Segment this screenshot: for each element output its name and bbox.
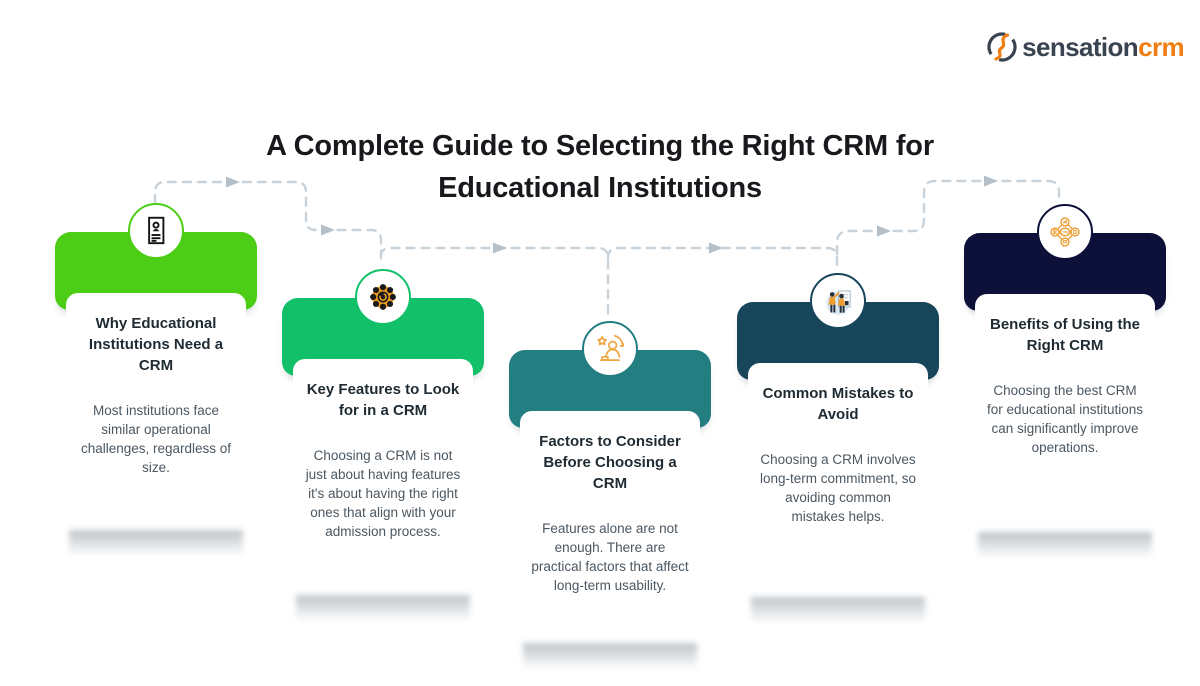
connector-segment-1	[153, 180, 383, 264]
arrowhead-icon	[321, 224, 335, 236]
arrowhead-icon	[493, 242, 507, 254]
arrowhead-icon	[709, 242, 723, 254]
card-common-mistakes: Common Mistakes to Avoid Choosing a CRM …	[737, 273, 939, 597]
card-title: Common Mistakes to Avoid	[762, 385, 914, 423]
card-description: Choosing a CRM involves long-term commit…	[759, 452, 917, 524]
arrowhead-icon	[984, 175, 998, 187]
logo: sensationcrm	[985, 30, 1185, 64]
arrowhead-icon	[877, 225, 891, 237]
connector-segment-4	[835, 179, 1061, 256]
logo-wordmark: sensationcrm	[1022, 30, 1184, 64]
page-title-line1: A Complete Guide to Selecting the Right …	[266, 130, 934, 163]
connector-segment-3	[606, 246, 839, 270]
arrowhead-icon	[226, 176, 240, 188]
card-factors-to-consider: Factors to Consider Before Choosing a CR…	[509, 321, 711, 643]
card-title: Factors to Consider Before Choosing a CR…	[539, 433, 681, 492]
sensation-swoosh-icon	[985, 30, 1019, 64]
card-title: Benefits of Using the Right CRM	[989, 316, 1140, 354]
person-star-icon	[582, 321, 638, 377]
card-description: Choosing a CRM is not just about having …	[305, 448, 461, 539]
card-description: Most institutions face similar operation…	[80, 403, 232, 475]
card-body: Why Educational Institutions Need a CRM …	[66, 293, 246, 530]
card-body: Key Features to Look for in a CRM Choosi…	[293, 359, 473, 595]
card-title: Why Educational Institutions Need a CRM	[88, 315, 224, 374]
card-description: Choosing the best CRM for educational in…	[986, 383, 1144, 455]
card-body: Benefits of Using the Right CRM Choosing…	[975, 294, 1155, 532]
svg-text:CRM: CRM	[1061, 230, 1069, 234]
card-body: Common Mistakes to Avoid Choosing a CRM …	[748, 363, 928, 597]
logo-part-crm: crm	[1138, 32, 1185, 62]
card-description: Features alone are not enough. There are…	[531, 521, 689, 593]
logo-part-sensation: sensation	[1022, 32, 1139, 62]
id-card-icon	[128, 203, 184, 259]
card-key-features: Key Features to Look for in a CRM Choosi…	[282, 269, 484, 595]
page-title: A Complete Guide to Selecting the Right …	[0, 125, 1200, 209]
card-title: Key Features to Look for in a CRM	[306, 381, 460, 419]
card-body: Factors to Consider Before Choosing a CR…	[520, 411, 700, 643]
crm-network-icon: CRM	[1037, 204, 1093, 260]
card-benefits-right-crm: CRM Benefits of Using the Right CRM Choo…	[964, 204, 1166, 532]
page-title-line2: Educational Institutions	[438, 172, 762, 205]
team-whiteboard-icon	[810, 273, 866, 329]
feature-gears-icon	[355, 269, 411, 325]
card-why-institutions-need-crm: Why Educational Institutions Need a CRM …	[55, 203, 257, 530]
